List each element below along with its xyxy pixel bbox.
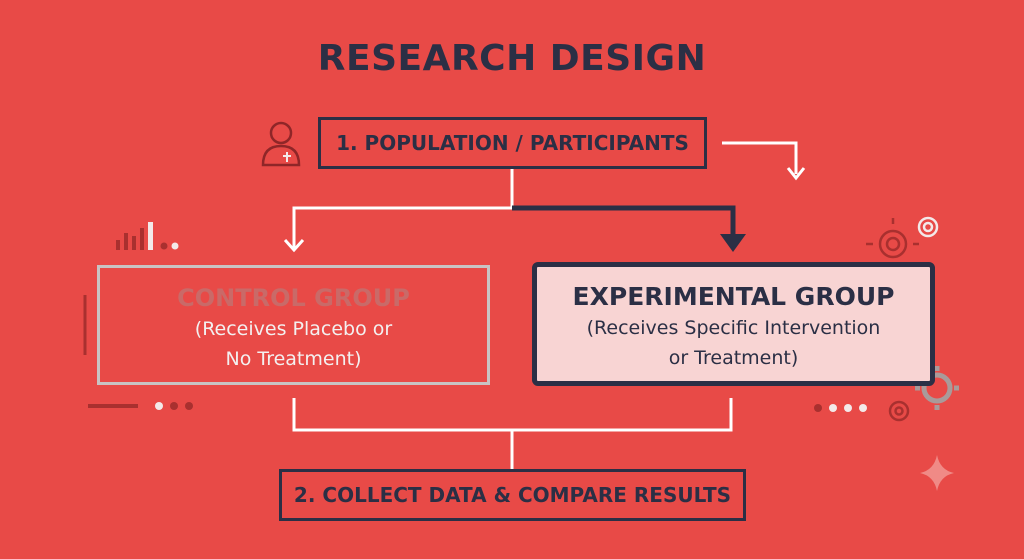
experimental-group-desc-line2: or Treatment) — [668, 347, 799, 369]
sparkle-icon — [920, 455, 954, 491]
experimental-group-box: EXPERIMENTAL GROUP (Receives Specific In… — [532, 262, 935, 386]
population-box: 1. POPULATION / PARTICIPANTS — [318, 117, 707, 169]
arrow-to-control — [283, 238, 305, 253]
decorative-dots-left — [155, 402, 193, 410]
decorative-arrow-head — [786, 167, 806, 181]
experimental-group-heading: EXPERIMENTAL GROUP — [572, 282, 895, 311]
connector-from-control — [292, 398, 512, 432]
gears-icon — [866, 216, 939, 259]
diagram-title: RESEARCH DESIGN — [317, 38, 707, 79]
collect-data-label: 2. COLLECT DATA & COMPARE RESULTS — [293, 483, 732, 507]
control-group-desc-line1: (Receives Placebo or — [194, 318, 393, 340]
control-group-heading: CONTROL GROUP — [177, 284, 410, 312]
small-gear-icon — [888, 400, 910, 422]
population-label: 1. POPULATION / PARTICIPANTS — [336, 131, 689, 155]
person-icon — [261, 121, 301, 167]
decorative-arrow — [722, 141, 798, 174]
decorative-dots-right — [814, 404, 867, 412]
control-group-box: CONTROL GROUP (Receives Placebo or No Tr… — [97, 265, 490, 385]
collect-data-box: 2. COLLECT DATA & COMPARE RESULTS — [279, 469, 746, 521]
experimental-group-desc-line1: (Receives Specific Intervention — [586, 317, 881, 339]
connector-to-control — [292, 206, 512, 248]
bar-chart-icon — [116, 222, 179, 250]
connector-to-experimental — [512, 205, 736, 240]
connector-from-experimental — [512, 398, 733, 432]
control-group-desc-line2: No Treatment) — [225, 348, 362, 370]
arrow-to-experimental — [720, 234, 746, 252]
gear-icon — [915, 366, 959, 410]
